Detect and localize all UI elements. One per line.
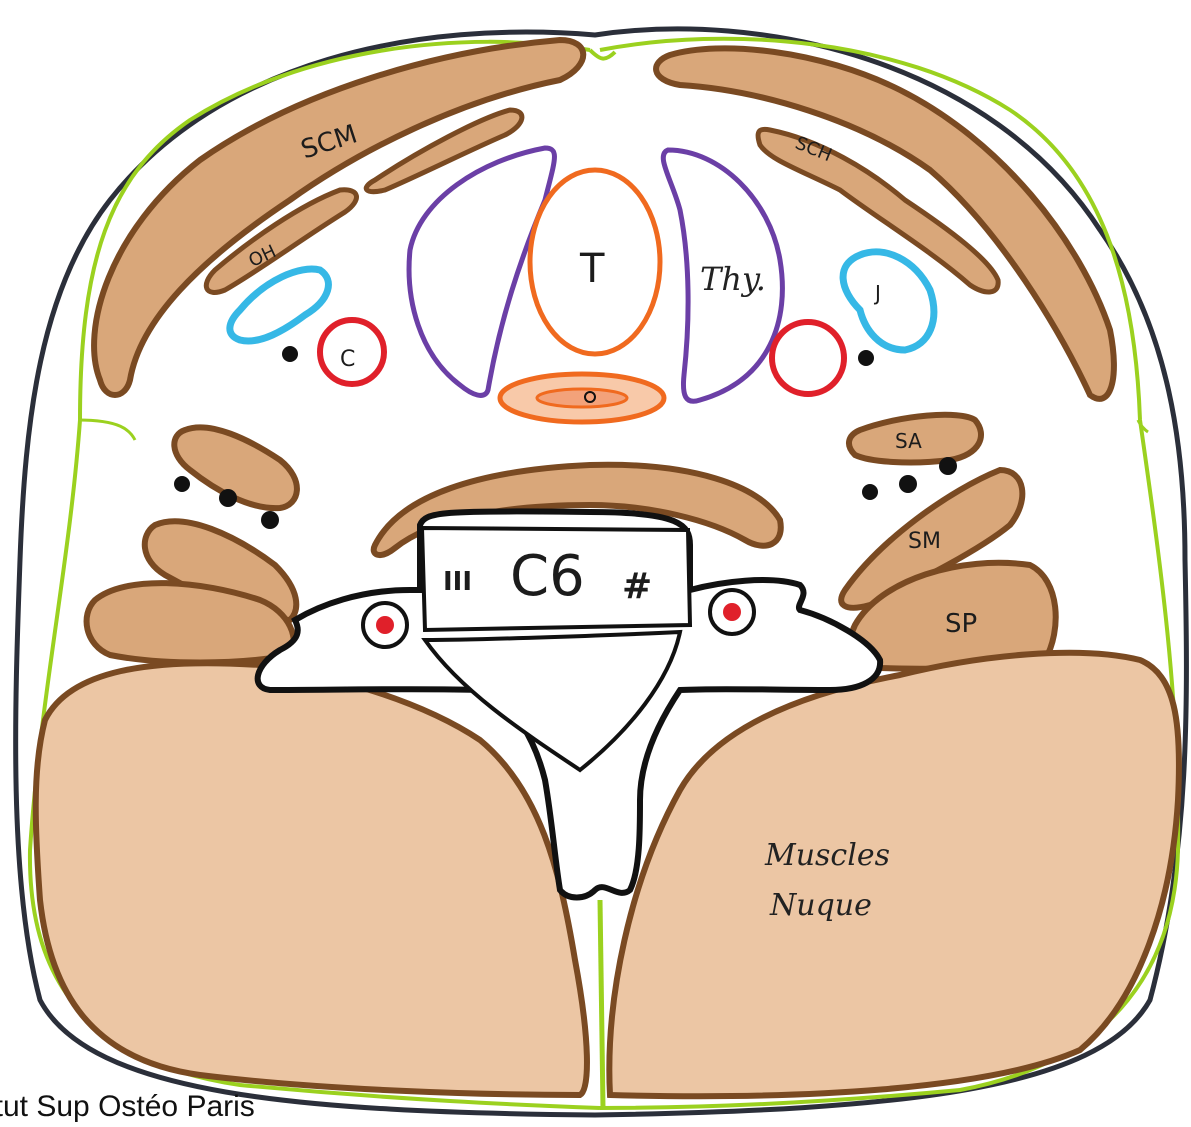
jugular-vein-right: [843, 252, 934, 350]
brachial-plexus-root-left-2: [219, 489, 237, 507]
carotid-artery-right: [772, 322, 844, 394]
vertebra-left-mark: III: [443, 567, 472, 597]
lateral-fascia-left: [78, 420, 135, 440]
esophagus-lumen: [537, 389, 627, 407]
nuchal-muscles-left: [36, 663, 587, 1095]
trachea-label: T: [579, 246, 605, 292]
credit-text: itut Sup Ostéo Paris: [0, 1090, 255, 1124]
scalene-anterior-label: SA: [895, 429, 922, 453]
vertebral-artery-left: [376, 616, 394, 634]
vagus-nerve-right: [858, 350, 874, 366]
nuchal-muscles-right: [609, 653, 1179, 1096]
brachial-plexus-root-left-1: [174, 476, 190, 492]
splenius-label: SP: [945, 609, 977, 639]
nuchal-muscles-label-line2: Nuque: [769, 888, 872, 923]
brachial-plexus-root-right-1: [862, 484, 878, 500]
scalene-middle-label: SM: [908, 529, 941, 554]
thyroid-label: Thy.: [700, 260, 766, 298]
jugular-label: J: [873, 281, 881, 305]
vagus-nerve-left: [282, 346, 298, 362]
brachial-plexus-root-right-2: [899, 475, 917, 493]
vertebra-right-mark: #: [622, 566, 652, 607]
nuchal-ligament: [600, 900, 603, 1108]
brachial-plexus-root-left-3: [261, 511, 279, 529]
brachial-plexus-root-right-3: [939, 457, 957, 475]
vertebra-label: C6: [510, 544, 585, 609]
vertebral-artery-right: [723, 603, 741, 621]
carotid-label: C: [340, 347, 355, 372]
nuchal-muscles-label-line1: Muscles: [764, 838, 890, 873]
